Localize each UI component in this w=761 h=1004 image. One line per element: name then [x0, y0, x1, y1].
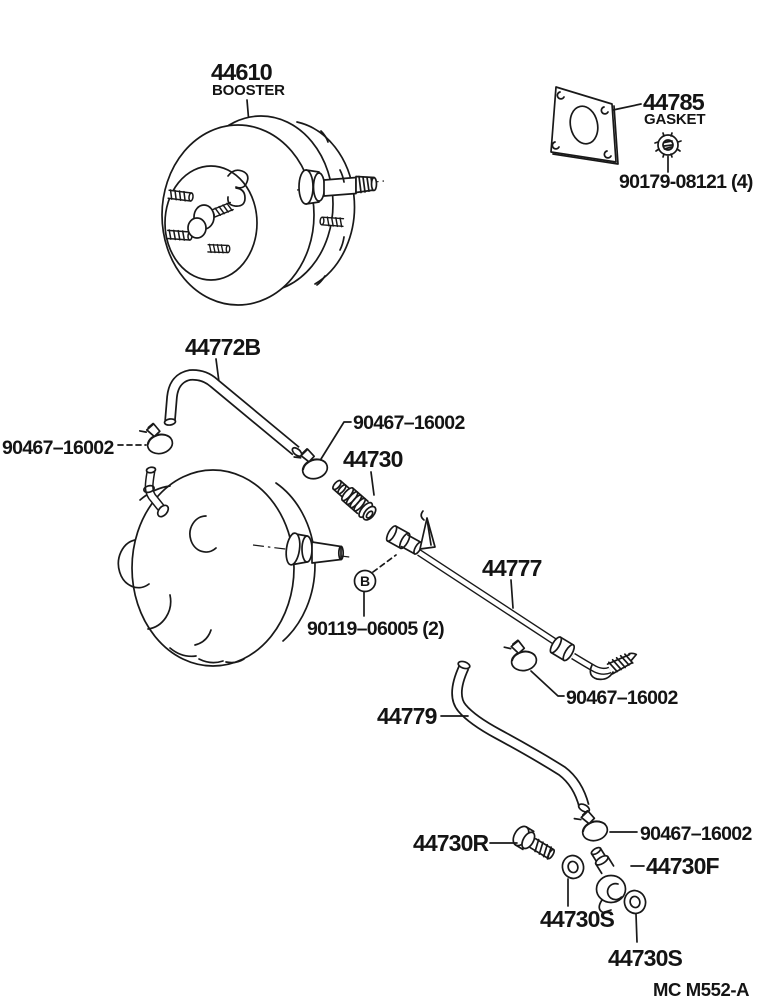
washer-1-drawing	[559, 852, 587, 882]
label-callout-b: B	[360, 573, 370, 589]
leader-vacuum-pipe	[510, 579, 514, 609]
label-gasket-nuts: 90179-08121 (4)	[619, 171, 753, 193]
booster-rear-drawing	[117, 466, 354, 667]
leader-clamp-c	[530, 670, 565, 697]
label-washer-1: 44730S	[540, 906, 614, 932]
hose-lower-drawing	[451, 660, 591, 813]
label-check-valve: 44730	[343, 446, 403, 472]
drawing-code: MC M552-A	[653, 979, 749, 1000]
connector-r-drawing	[509, 822, 562, 867]
label-clamp-d: 90467–16002	[640, 823, 752, 845]
label-clamp-c: 90467–16002	[566, 687, 678, 709]
clamp-d-drawing	[572, 805, 612, 846]
label-gasket-number: 44785	[643, 89, 705, 115]
leader-gasket	[612, 103, 642, 111]
label-clamp-a: 90467–16002	[2, 437, 114, 459]
check-valve-drawing	[328, 475, 381, 525]
label-booster-name: BOOSTER	[212, 82, 285, 99]
hose-upper-drawing	[163, 358, 303, 458]
label-union-bolt: 90119–06005 (2)	[307, 618, 444, 640]
label-hose-lower: 44779	[377, 703, 437, 729]
leader-washer-2	[635, 913, 638, 943]
leader-clamp-b	[320, 421, 352, 460]
label-gasket-name: GASKET	[644, 111, 705, 128]
label-connector-r: 44730R	[413, 830, 489, 856]
gasket-drawing	[550, 86, 682, 173]
leader-check-valve	[370, 471, 375, 496]
connector-f-drawing	[586, 842, 627, 914]
clamp-c-drawing	[502, 636, 541, 675]
vacuum-pipe-drawing	[384, 510, 638, 681]
label-connector-f: 44730F	[646, 853, 719, 879]
leader-hose-upper	[215, 358, 220, 383]
union-bolt-callout	[353, 554, 397, 617]
booster-drawing	[161, 99, 385, 306]
label-booster-number: 44610	[211, 59, 273, 85]
label-vacuum-pipe: 44777	[482, 555, 542, 581]
nut-drawing	[654, 132, 682, 158]
labels: 44610 BOOSTER 44785 GASKET 90179-08121 (…	[2, 59, 754, 1000]
label-washer-2: 44730S	[608, 945, 682, 971]
label-hose-upper: 44772B	[185, 334, 260, 360]
label-clamp-b: 90467–16002	[353, 412, 465, 434]
